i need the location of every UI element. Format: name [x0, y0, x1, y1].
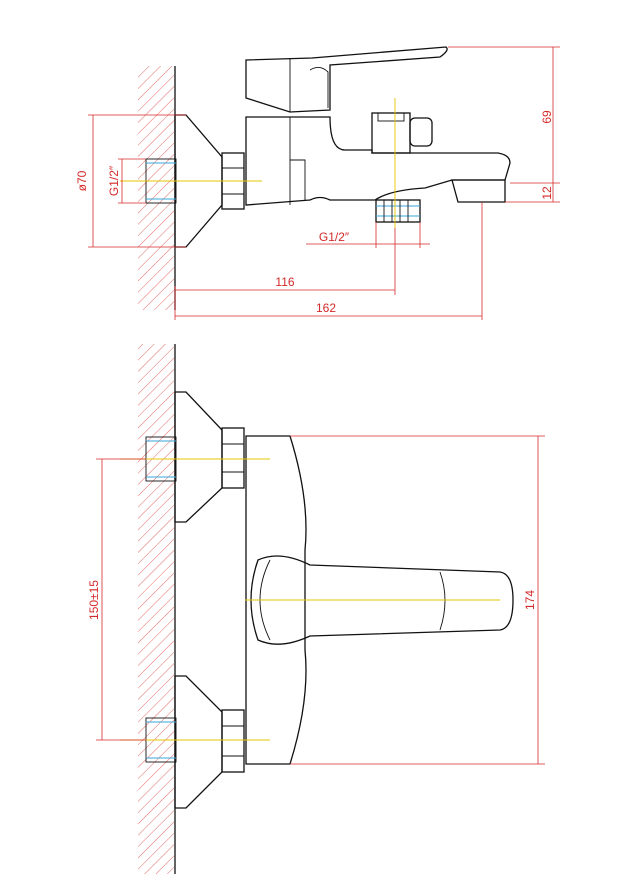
- wall-hatch-top: [138, 66, 174, 310]
- dim-height-top: 69: [540, 110, 554, 124]
- wall-hatch-bottom: [138, 344, 174, 874]
- valve-body-top: [245, 435, 307, 765]
- dim-height-spout: 12: [540, 186, 554, 200]
- valve-body: [245, 116, 511, 206]
- dim-outlet-offset: 116: [275, 275, 294, 289]
- dim-spout-reach: 162: [316, 301, 336, 315]
- outlet-thread: [375, 199, 421, 223]
- dim-centres: 150±15: [87, 580, 101, 620]
- lever-top: [250, 555, 514, 645]
- lever-handle: [245, 46, 448, 113]
- side-view: 69 12 ø70 G1/2″ G1/2″ 116 162: [75, 46, 560, 320]
- spout-tip: [451, 179, 506, 203]
- hex-nut-lower: [221, 709, 245, 773]
- dim-diameter: ø70: [75, 170, 89, 191]
- dim-inlet-thread: G1/2″: [107, 165, 121, 196]
- escutcheon-lower: [174, 675, 223, 809]
- top-view: 150±15 174: [87, 344, 545, 874]
- escutcheon-upper: [174, 391, 223, 523]
- dim-outlet-thread: G1/2″: [319, 230, 350, 244]
- dim-body-width: 174: [523, 590, 537, 610]
- hex-nut-upper: [221, 427, 245, 489]
